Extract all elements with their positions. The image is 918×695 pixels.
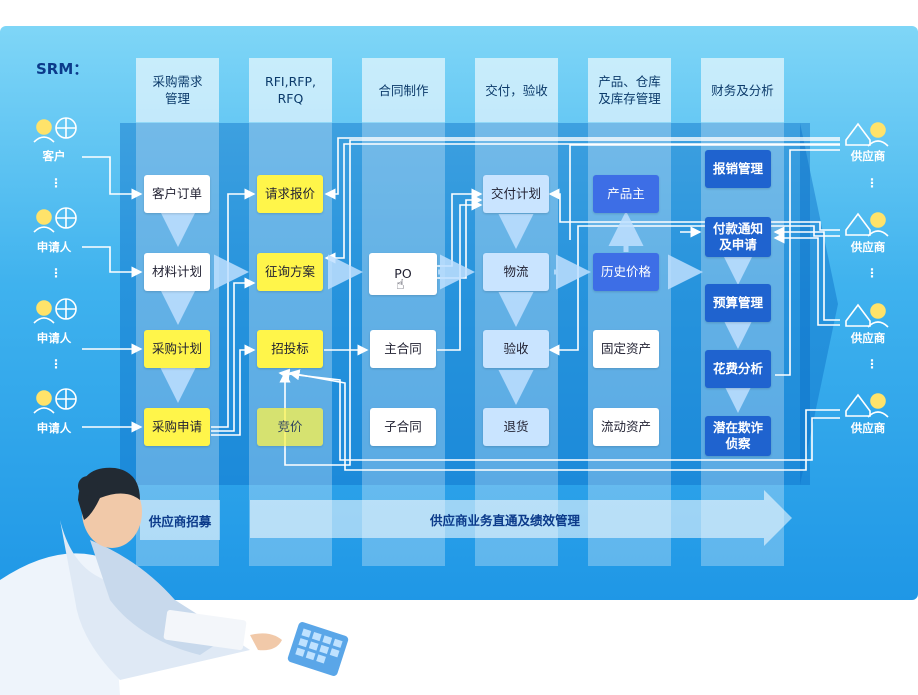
actor-supplier: 供应商 (850, 331, 886, 345)
box-return[interactable]: 退货 (483, 408, 549, 446)
box-purchase-request[interactable]: 采购申请 (144, 408, 210, 446)
actor-applicant: 申请人 (36, 421, 72, 435)
ellipsis: ⋮ (50, 176, 62, 190)
actor-supplier: 供应商 (850, 149, 886, 163)
box-product-master[interactable]: 产品主 (593, 175, 659, 213)
column-header-2: RFI,RFP, RFQ (249, 58, 332, 122)
box-budget[interactable]: 预算管理 (705, 284, 771, 322)
box-fixed-assets[interactable]: 固定资产 (593, 330, 659, 368)
actor-supplier: 供应商 (850, 240, 886, 254)
house-person-icon (845, 122, 889, 147)
box-purchase-plan[interactable]: 采购计划 (144, 330, 210, 368)
column-2 (249, 58, 332, 566)
column-header-6: 财务及分析 (701, 58, 784, 122)
box-price-history[interactable]: 历史价格 (593, 253, 659, 291)
box-reimbursement[interactable]: 报销管理 (705, 150, 771, 188)
box-fraud-detection[interactable]: 潜在欺诈 侦察 (705, 416, 771, 456)
box-inquiry-plan[interactable]: 征询方案 (257, 253, 323, 291)
supplier-performance-bar: 供应商业务直通及绩效管理 (429, 512, 580, 528)
box-auction[interactable]: 竞价 (257, 408, 323, 446)
ellipsis: ⋮ (866, 266, 878, 280)
ellipsis: ⋮ (50, 266, 62, 280)
column-header-3: 合同制作 (362, 58, 445, 122)
supplier-recruitment-bar: 供应商招募 (140, 500, 220, 540)
house-person-icon (845, 303, 889, 328)
box-bidding[interactable]: 招投标 (257, 330, 323, 368)
person-globe-icon (33, 298, 77, 324)
box-customer-order[interactable]: 客户订单 (144, 175, 210, 213)
column-3 (362, 58, 445, 566)
box-po[interactable]: PO (369, 253, 437, 295)
box-master-contract[interactable]: 主合同 (370, 330, 436, 368)
person-globe-icon (33, 207, 77, 233)
box-current-assets[interactable]: 流动资产 (593, 408, 659, 446)
box-material-plan[interactable]: 材料计划 (144, 253, 210, 291)
box-request-quote[interactable]: 请求报价 (257, 175, 323, 213)
actor-applicant: 申请人 (36, 331, 72, 345)
house-person-icon (845, 212, 889, 237)
box-sub-contract[interactable]: 子合同 (370, 408, 436, 446)
ellipsis: ⋮ (866, 176, 878, 190)
box-spend-analysis[interactable]: 花费分析 (705, 350, 771, 388)
box-payment-notice[interactable]: 付款通知 及申请 (705, 217, 771, 257)
column-5 (588, 58, 671, 566)
process-band (120, 123, 810, 485)
actor-applicant: 申请人 (36, 240, 72, 254)
actor-supplier: 供应商 (850, 421, 886, 435)
house-person-icon (845, 393, 889, 418)
actor-customer: 客户 (42, 149, 66, 163)
column-header-4: 交付，验收 (475, 58, 558, 122)
box-logistics[interactable]: 物流 (483, 253, 549, 291)
pointer-cursor-icon: ☝ (396, 277, 405, 293)
box-acceptance[interactable]: 验收 (483, 330, 549, 368)
srm-title: SRM： (36, 60, 89, 78)
box-delivery-plan[interactable]: 交付计划 (483, 175, 549, 213)
column-header-5: 产品、仓库 及库存管理 (588, 58, 671, 122)
person-globe-icon (33, 388, 77, 414)
person-globe-icon (33, 117, 77, 143)
column-header-1: 采购需求 管理 (136, 58, 219, 122)
ellipsis: ⋮ (866, 357, 878, 371)
ellipsis: ⋮ (50, 357, 62, 371)
